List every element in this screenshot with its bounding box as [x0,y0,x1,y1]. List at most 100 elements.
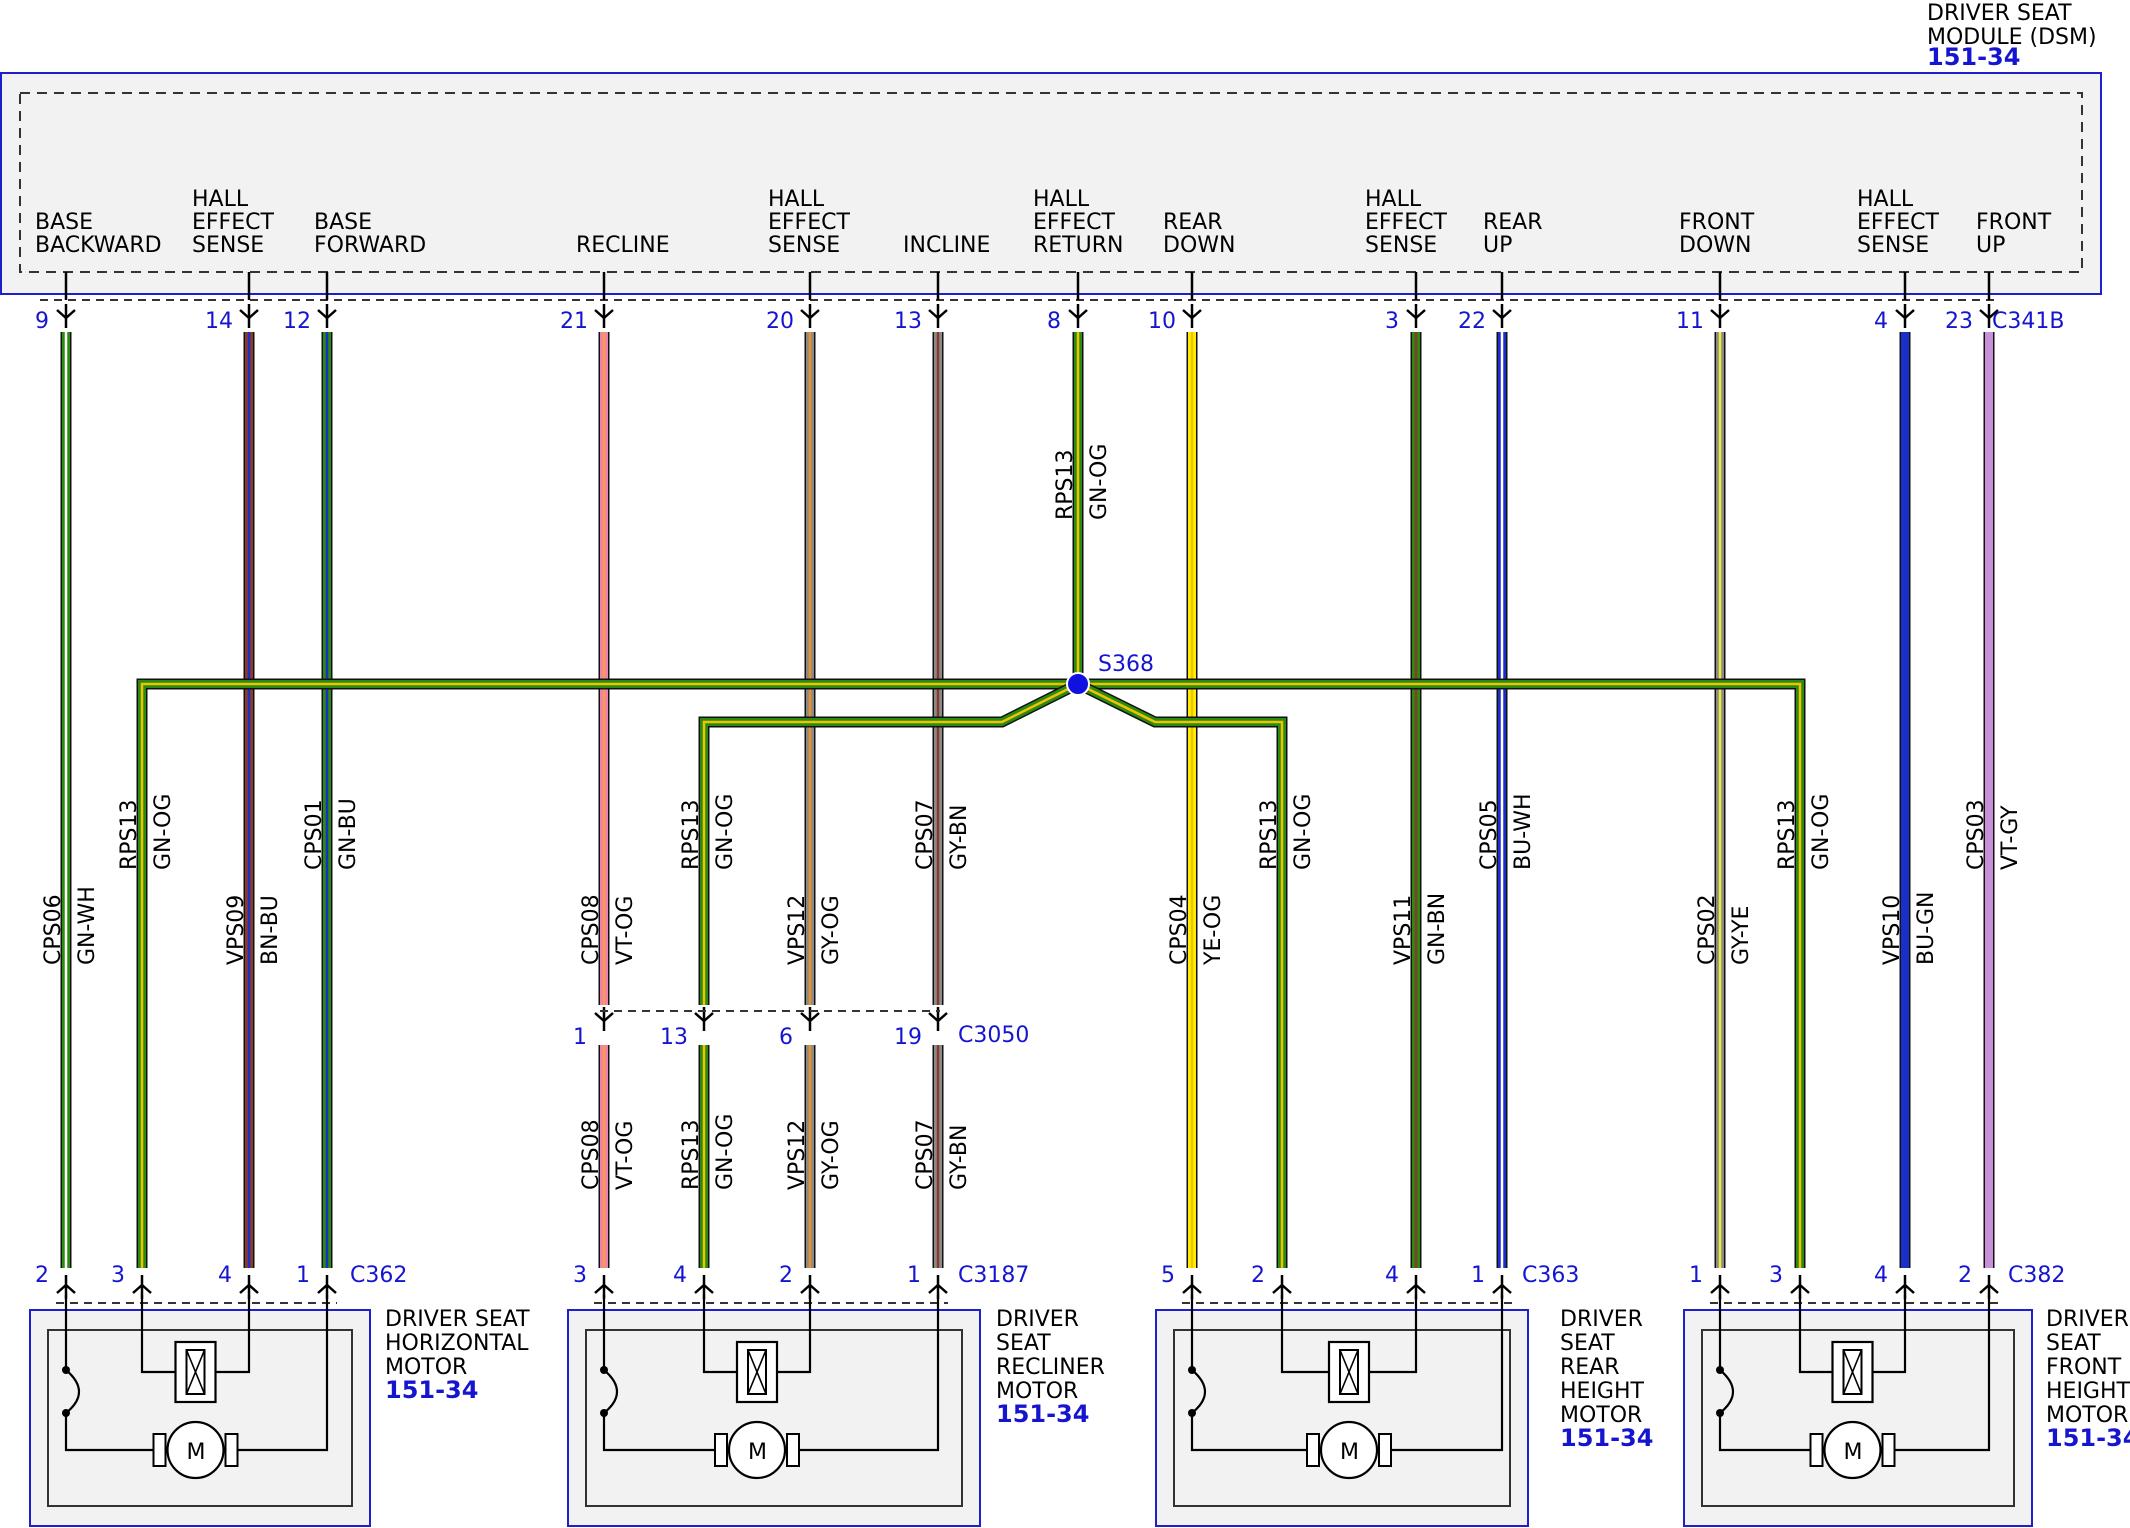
label-br2-circuit: RPS13 [1775,799,1800,870]
label-lw13-circuit: RPS13 [679,1119,704,1190]
m2-label-line-4: MOTOR [996,1379,1078,1404]
module-pin-20: 20 [766,309,794,334]
m3-motor-icon: M [1306,1420,1392,1480]
pin-12-label-line-2: FORWARD [314,233,426,258]
m3-hall-sensor-icon [1327,1340,1371,1404]
label-w21-color: VT-OG [613,896,638,965]
label-br2-color: GN-OG [1809,794,1834,870]
m3-pin-1: 1 [1471,1263,1485,1288]
wire-branch-right[interactable] [1078,678,1806,1268]
label-w4-circuit: VPS10 [1880,895,1905,965]
label-br4-circuit: RPS13 [1257,799,1282,870]
m2-ref-link[interactable]: 151-34 [996,1400,1089,1428]
m2-pin-4: 4 [673,1263,687,1288]
label-w3-circuit: VPS11 [1391,895,1416,965]
pin-14-label-line-3: SENSE [192,233,264,258]
m1-pin-2: 2 [35,1263,49,1288]
m1-ref-link[interactable]: 151-34 [385,1376,478,1404]
m3-label-line-3: REAR [1560,1355,1620,1380]
m2-motor-symbol: M [748,1440,767,1465]
pin-9-label-line-1: BASE [35,210,93,235]
pin-4-label-line-3: SENSE [1857,233,1929,258]
m4-hall-sensor-icon [1831,1340,1874,1404]
label-w13-color: GY-BN [947,805,972,870]
pin-20-label-line-3: SENSE [768,233,840,258]
c3050-label[interactable]: C3050 [958,1023,1029,1048]
label-w10-circuit: CPS04 [1167,894,1192,965]
m3-pin-2: 2 [1251,1263,1265,1288]
label-lw19-color: GY-BN [947,1125,972,1190]
wire-branch-recliner[interactable] [698,679,1081,1005]
m3-ref-link[interactable]: 151-34 [1560,1424,1653,1452]
inline-connector-c3050: C3050 [600,1010,1029,1048]
wire-branch-rear[interactable] [1075,679,1288,1268]
module-pin-11: 11 [1676,309,1704,334]
m4-connector-label[interactable]: C382 [2008,1263,2065,1288]
label-br3-color: GN-OG [713,794,738,870]
pin-20-label-line-1: HALL [768,187,825,212]
pin-14-label-line-2: EFFECT [192,210,274,235]
m1-hall-sensor-icon [174,1340,217,1404]
label-lw6-color: GY-OG [819,1120,844,1190]
module-title-line-2: MODULE (DSM) [1927,25,2097,50]
c3050-pin-13: 13 [660,1025,688,1050]
label-w8-circuit: RPS13 [1053,449,1078,520]
label-lw1-circuit: CPS08 [579,1119,604,1190]
module-pin-23: 23 [1945,309,1973,334]
m3-motor-symbol: M [1340,1440,1359,1465]
m3-connector-label[interactable]: C363 [1522,1263,1579,1288]
m4-label-line-3: FRONT [2046,1355,2122,1380]
label-w14-circuit: VPS09 [224,895,249,965]
m4-ref-link[interactable]: 151-34 [2046,1424,2130,1452]
m1-connector-label[interactable]: C362 [350,1263,407,1288]
m1-motor-symbol: M [187,1440,206,1465]
label-br2: RPS13 GN-OG [1775,794,1834,870]
label-w13-circuit: CPS07 [913,799,938,870]
m3-label-line-4: HEIGHT [1560,1379,1645,1404]
label-lw1-color: VT-OG [613,1121,638,1190]
m4-label-line-2: SEAT [2046,1331,2101,1356]
m2-label-line-2: SEAT [996,1331,1051,1356]
m1-pin-4: 4 [218,1263,232,1288]
m2-motor-icon: M [714,1420,800,1480]
pin-3-label-line-1: HALL [1365,187,1422,212]
m4-label-line-4: HEIGHT [2046,1379,2130,1404]
pin-10-label-line-2: DOWN [1163,233,1235,258]
label-w8: RPS13 GN-OG [1053,444,1112,520]
module-pin-21: 21 [560,309,588,334]
c3050-pin-6: 6 [779,1025,793,1050]
m2-connector-label[interactable]: C3187 [958,1263,1029,1288]
pin-11-label-line-2: DOWN [1679,233,1751,258]
splice-s368-dot[interactable] [1066,672,1090,696]
splice-s368: S368 [1066,652,1154,696]
m3-label-line-1: DRIVER [1560,1307,1643,1332]
connector-c341b-label[interactable]: C341B [1992,309,2064,334]
label-lw13-color: GN-OG [713,1114,738,1190]
label-w8-color: GN-OG [1087,444,1112,520]
label-w11-color: GY-YE [1729,906,1754,965]
label-lw13: RPS13 GN-OG [679,1114,738,1190]
wire-branch-left[interactable] [136,678,1078,1268]
m4-motor-icon: M [1809,1420,1896,1480]
label-w20-color: GY-OG [819,895,844,965]
pin-3-label-line-2: EFFECT [1365,210,1447,235]
m3-pin-5: 5 [1161,1263,1175,1288]
pin-9-label-line-2: BACKWARD [35,233,162,258]
m4-pin-4: 4 [1874,1263,1888,1288]
m3-label-line-5: MOTOR [1560,1403,1642,1428]
module-ref-link[interactable]: 151-34 [1927,43,2020,71]
label-w22-circuit: CPS05 [1477,799,1502,870]
module-pin-13: 13 [894,309,922,334]
